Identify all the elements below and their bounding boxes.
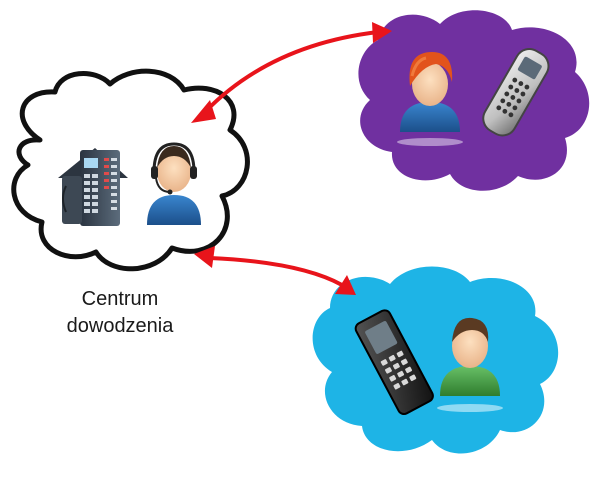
user-green-shirt-icon [437,317,503,412]
mobile-radio-icon [354,309,434,416]
remote-cloud-top [358,10,590,191]
redhead-user-icon [397,52,463,146]
command-center-label: Centrum dowodzenia [40,286,200,340]
connection-arrow-top [191,22,392,123]
command-center-label-line2: dowodzenia [66,315,174,337]
connection-arrow-bottom [194,246,356,295]
command-center-label-line1: Centrum [81,288,159,310]
desk-phone-icon [58,148,128,226]
operator-headset-icon [147,142,201,225]
command-center-cloud [11,68,250,272]
cordless-phone-icon [482,48,550,137]
